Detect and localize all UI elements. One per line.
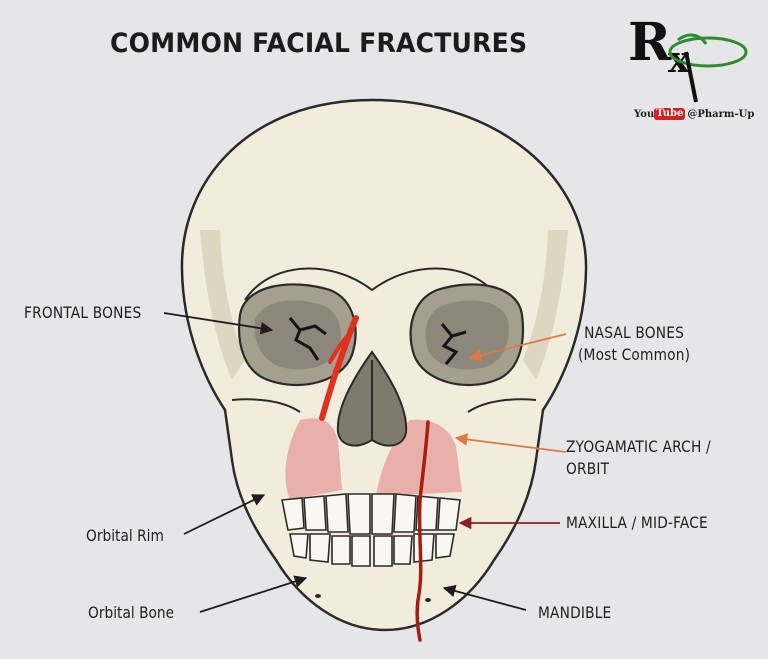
svg-text:R: R bbox=[628, 12, 672, 73]
left-orbit-crack bbox=[288, 317, 327, 361]
label-mandible: MANDIBLE bbox=[538, 603, 612, 622]
left-mental-foramen bbox=[315, 594, 321, 598]
arrow-zygomatic bbox=[454, 433, 567, 453]
skull bbox=[180, 98, 588, 642]
label-nasal-bones-title: NASAL BONES bbox=[584, 323, 684, 342]
arrows bbox=[163, 312, 567, 613]
label-zygomatic-line2: ORBIT bbox=[566, 459, 610, 478]
brow-ridge bbox=[244, 267, 501, 301]
rx-logo-icon: R x bbox=[628, 12, 748, 103]
right-orbit-crack bbox=[440, 323, 467, 365]
label-zygomatic-line1: ZYOGAMATIC ARCH / bbox=[566, 437, 711, 456]
cranium bbox=[180, 98, 588, 632]
youtube-you-text: You bbox=[634, 108, 655, 120]
label-orbital-rim: Orbital Rim bbox=[86, 526, 164, 545]
mandible-fracture bbox=[415, 420, 430, 642]
channel-handle: @Pharm-Up bbox=[687, 108, 755, 120]
youtube-handle[interactable]: You Tube @Pharm-Up bbox=[634, 108, 754, 120]
page-title: COMMON FACIAL FRACTURES bbox=[110, 28, 528, 59]
arrow-orbital-rim bbox=[183, 494, 266, 535]
right-cheekbone bbox=[467, 398, 537, 413]
right-mental-foramen bbox=[425, 598, 431, 602]
label-nasal-bones-note: (Most Common) bbox=[578, 345, 691, 364]
label-orbital-bone: Orbital Bone bbox=[88, 603, 175, 622]
youtube-tube-badge: Tube bbox=[654, 108, 686, 120]
label-maxilla: MAXILLA / MID-FACE bbox=[566, 513, 708, 532]
arrow-nasal-bones bbox=[468, 333, 567, 362]
lower-teeth bbox=[289, 533, 455, 567]
upper-teeth bbox=[281, 493, 461, 535]
left-temple-shadow bbox=[200, 230, 245, 380]
nasal-fracture-branch bbox=[328, 332, 352, 364]
arrow-frontal-bones bbox=[163, 312, 274, 335]
label-zygomatic-arch: ZYOGAMATIC ARCH / ORBIT bbox=[566, 436, 711, 480]
label-nasal-bones: NASAL BONES (Most Common) bbox=[578, 322, 690, 366]
arrow-orbital-bone bbox=[199, 575, 308, 613]
arrow-mandible bbox=[442, 584, 527, 611]
left-cheekbone bbox=[231, 398, 301, 413]
right-orbit-inner bbox=[425, 300, 509, 370]
left-maxilla-highlight bbox=[285, 418, 342, 500]
label-frontal-bones: FRONTAL BONES bbox=[24, 303, 142, 322]
